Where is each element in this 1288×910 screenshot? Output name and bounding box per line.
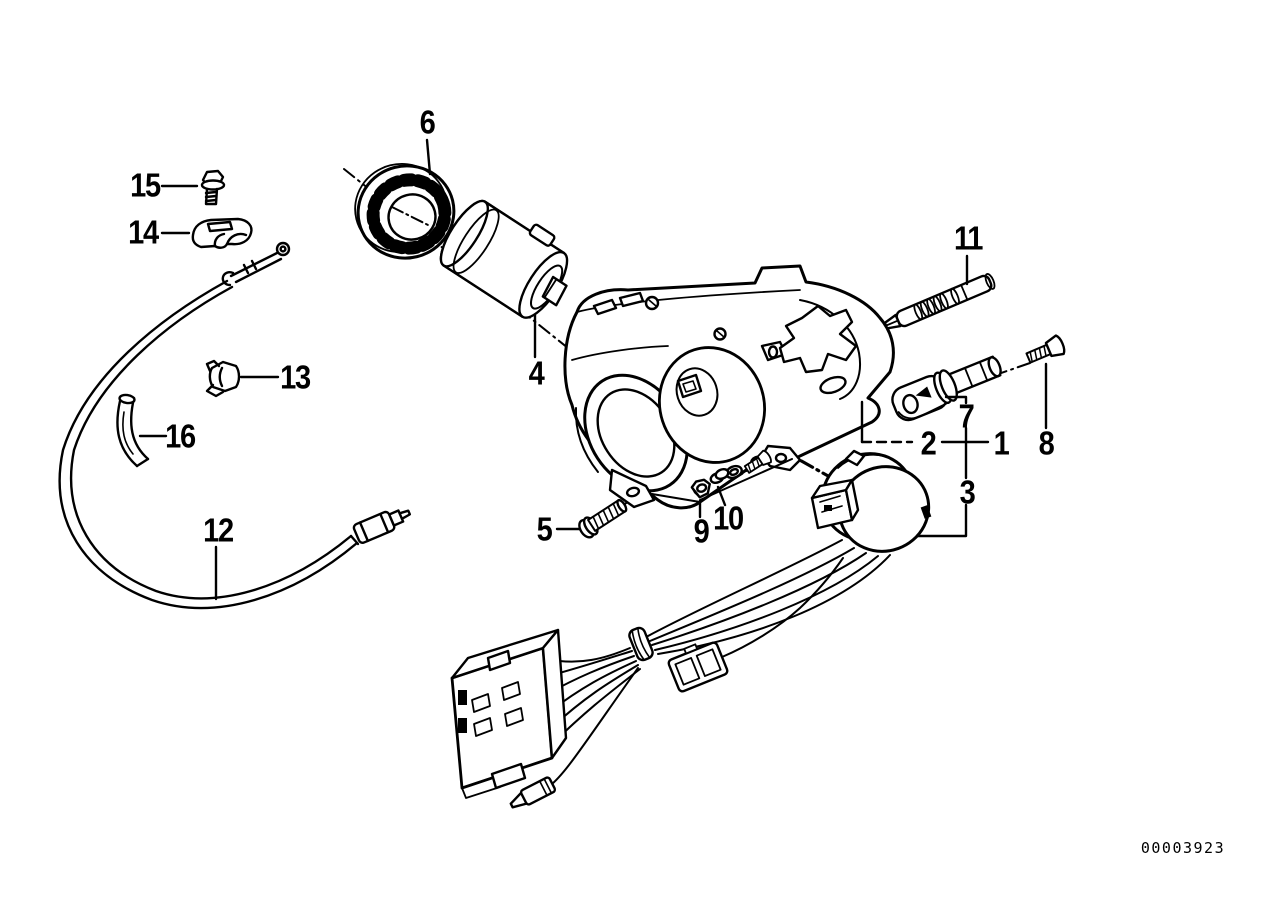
- part-label-2: 2: [920, 424, 937, 462]
- spade-terminal: [509, 776, 557, 809]
- part-label-11: 11: [953, 219, 983, 257]
- screw-8: [1025, 334, 1066, 364]
- clip-13: [205, 359, 241, 398]
- part-label-3: 3: [959, 473, 976, 511]
- two-pin-connector: [667, 641, 729, 693]
- leader-lines: [138, 138, 1048, 601]
- part-label-10: 10: [713, 499, 744, 537]
- part-label-9: 9: [693, 512, 710, 550]
- part-label-6: 6: [419, 103, 436, 141]
- clamp-14: [191, 217, 253, 249]
- key-shaft-7: [891, 355, 1002, 422]
- mounting-screw: [743, 449, 772, 474]
- part-label-5: 5: [536, 510, 553, 548]
- ignition-switch-3: [810, 449, 932, 553]
- part-label-13: 13: [280, 358, 311, 396]
- cable-12: [58, 241, 412, 610]
- ring-6: [354, 162, 456, 260]
- lock-cylinder-4: [439, 199, 569, 319]
- screw-5: [578, 498, 628, 539]
- spline-pin-11: [883, 273, 996, 330]
- part-label-1: 1: [993, 424, 1010, 462]
- nut-9: [690, 478, 711, 499]
- bolt-15: [200, 169, 226, 206]
- part-label-16: 16: [165, 417, 196, 455]
- main-connector: [450, 628, 568, 799]
- elbow-16: [116, 393, 150, 468]
- part-label-8: 8: [1038, 424, 1055, 462]
- washer-10: [709, 467, 730, 485]
- part-label-14: 14: [128, 213, 159, 251]
- cable-tie: [628, 626, 654, 662]
- part-label-15: 15: [130, 166, 161, 204]
- diagram-code: 00003923: [1140, 839, 1226, 857]
- lock-housing: [563, 264, 895, 510]
- part-label-4: 4: [528, 354, 545, 392]
- part-label-7: 7: [958, 397, 975, 435]
- part-label-12: 12: [203, 511, 234, 549]
